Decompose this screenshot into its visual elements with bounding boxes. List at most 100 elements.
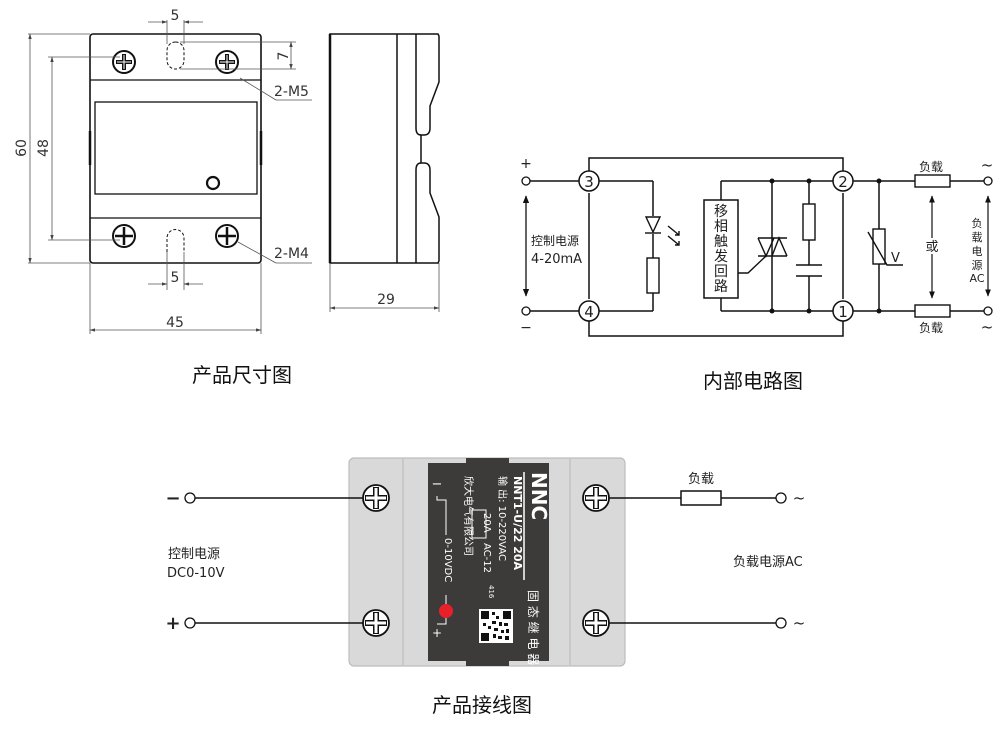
- terminal-1: 1: [832, 300, 854, 322]
- svg-text:载: 载: [972, 231, 983, 244]
- ac-terminal-top: [775, 492, 787, 504]
- svg-text:3: 3: [584, 173, 594, 191]
- circuit-wiring: [530, 157, 985, 337]
- load-top-label: 负载: [919, 160, 943, 174]
- ac-class: AC-12: [481, 543, 492, 573]
- bottom-screw-right: [215, 224, 239, 248]
- svg-text:发: 发: [714, 249, 728, 265]
- phase-trigger-box: [703, 199, 739, 299]
- load-bottom-resistor: [914, 304, 951, 318]
- varistor-icon: [867, 228, 903, 266]
- terminal-3: 3: [578, 170, 600, 192]
- svg-text:2: 2: [838, 173, 848, 191]
- dim-top-slot-width: 5: [171, 8, 180, 24]
- svg-text:AC: AC: [969, 272, 984, 285]
- wiring-caption: 产品接线图: [432, 693, 532, 717]
- ac-tilde-top: ~: [981, 156, 994, 174]
- batch-code: 416: [487, 585, 495, 599]
- svg-text:1: 1: [838, 303, 848, 321]
- ac-source-label: 负 载 电 源 AC: [968, 215, 986, 285]
- svg-text:源: 源: [972, 258, 983, 272]
- control-plus-terminal: [184, 617, 196, 629]
- varistor-label: V: [891, 251, 900, 266]
- svg-text:路: 路: [714, 279, 728, 295]
- control-minus-terminal: [184, 492, 196, 504]
- device-type: 固 态 继 电 器: [526, 590, 540, 665]
- load-bottom-label: 负载: [919, 321, 943, 335]
- input-rating: 0-10VDC: [442, 538, 453, 582]
- dim-top-screws: 2-M5: [274, 84, 309, 100]
- manufacturer: 欣大电气有限公司: [462, 476, 475, 556]
- dimension-lines: [28, 20, 312, 334]
- brand-logo: NNC: [527, 472, 551, 520]
- bottom-mount-slot: [166, 229, 185, 252]
- ac-terminal-bottom: [983, 306, 993, 316]
- label-minus: −: [432, 477, 443, 492]
- ac-tilde-bottom: ~: [793, 614, 806, 632]
- svg-text:负: 负: [972, 216, 983, 230]
- terminal-4: 4: [578, 300, 600, 322]
- ac-tilde-bottom: ~: [981, 318, 994, 336]
- svg-text:移: 移: [714, 204, 728, 220]
- control-source-range: DC0-10V: [167, 566, 225, 581]
- control-label-1: 控制电源: [531, 234, 579, 248]
- status-led: [439, 604, 453, 618]
- top-screw-right: [215, 50, 239, 74]
- ac-tilde-top: ~: [793, 489, 806, 507]
- dim-slot-height: 7: [276, 52, 292, 61]
- phase-trigger-label: 移 相 触 发 回 路: [714, 204, 728, 295]
- control-minus-sign: −: [165, 488, 180, 509]
- load-wires: [609, 497, 776, 624]
- ac-terminal-bottom: [775, 617, 787, 629]
- label-plus: +: [432, 626, 442, 640]
- svg-text:电: 电: [972, 245, 983, 258]
- ac-terminal-top: [983, 176, 993, 186]
- side-view: [328, 33, 440, 264]
- dim-bottom-slot-width: 5: [171, 270, 180, 286]
- dim-depth: 29: [377, 292, 395, 308]
- screw-load-bottom: [582, 609, 610, 637]
- load-top-resistor: [914, 174, 951, 188]
- label-window: [94, 101, 258, 195]
- dimension-caption: 产品尺寸图: [192, 363, 292, 387]
- load-resistor: [680, 490, 722, 506]
- input-plus-sign: +: [520, 156, 532, 172]
- screw-load-top: [582, 484, 610, 512]
- dim-hole-spacing: 48: [36, 139, 52, 157]
- snubber-capacitor: [796, 264, 822, 277]
- control-plus-sign: +: [165, 613, 180, 634]
- circuit-caption: 内部电路图: [703, 369, 803, 393]
- control-label-2: 4-20mA: [531, 252, 582, 267]
- led-icon: [644, 216, 680, 246]
- dim-bottom-screws: 2-M4: [274, 246, 309, 262]
- output-rating: 输 出: 10-220VAC: [496, 476, 509, 561]
- input-resistor: [646, 257, 660, 294]
- input-plus-terminal: [521, 176, 531, 186]
- svg-text:回: 回: [714, 264, 728, 280]
- svg-text:相: 相: [714, 219, 728, 235]
- led-indicator: [205, 175, 221, 191]
- dim-overall-height: 60: [14, 139, 30, 157]
- load-label: 负载: [688, 472, 714, 487]
- svg-text:4: 4: [584, 303, 594, 321]
- screw-control-minus: [362, 484, 390, 512]
- dim-width: 45: [166, 315, 184, 331]
- top-mount-slot: [166, 41, 185, 70]
- front-view: [88, 33, 263, 264]
- junction-dots: [769, 178, 882, 314]
- svg-text:触: 触: [714, 234, 728, 250]
- qr-code: [479, 609, 513, 643]
- control-wires: [195, 497, 363, 624]
- top-screw-left: [112, 50, 136, 74]
- or-label: 或: [925, 240, 938, 255]
- rating-box: 20A: [481, 513, 492, 533]
- screw-control-plus: [362, 609, 390, 637]
- bottom-screw-left: [112, 224, 136, 248]
- triac-icon: [738, 236, 788, 274]
- input-minus-sign: −: [520, 320, 532, 336]
- snubber-resistor: [802, 203, 816, 241]
- load-power-label: 负载电源AC: [733, 555, 803, 570]
- model-number: NNT1-U/22 20A: [511, 476, 524, 571]
- control-source-label: 控制电源: [168, 547, 220, 562]
